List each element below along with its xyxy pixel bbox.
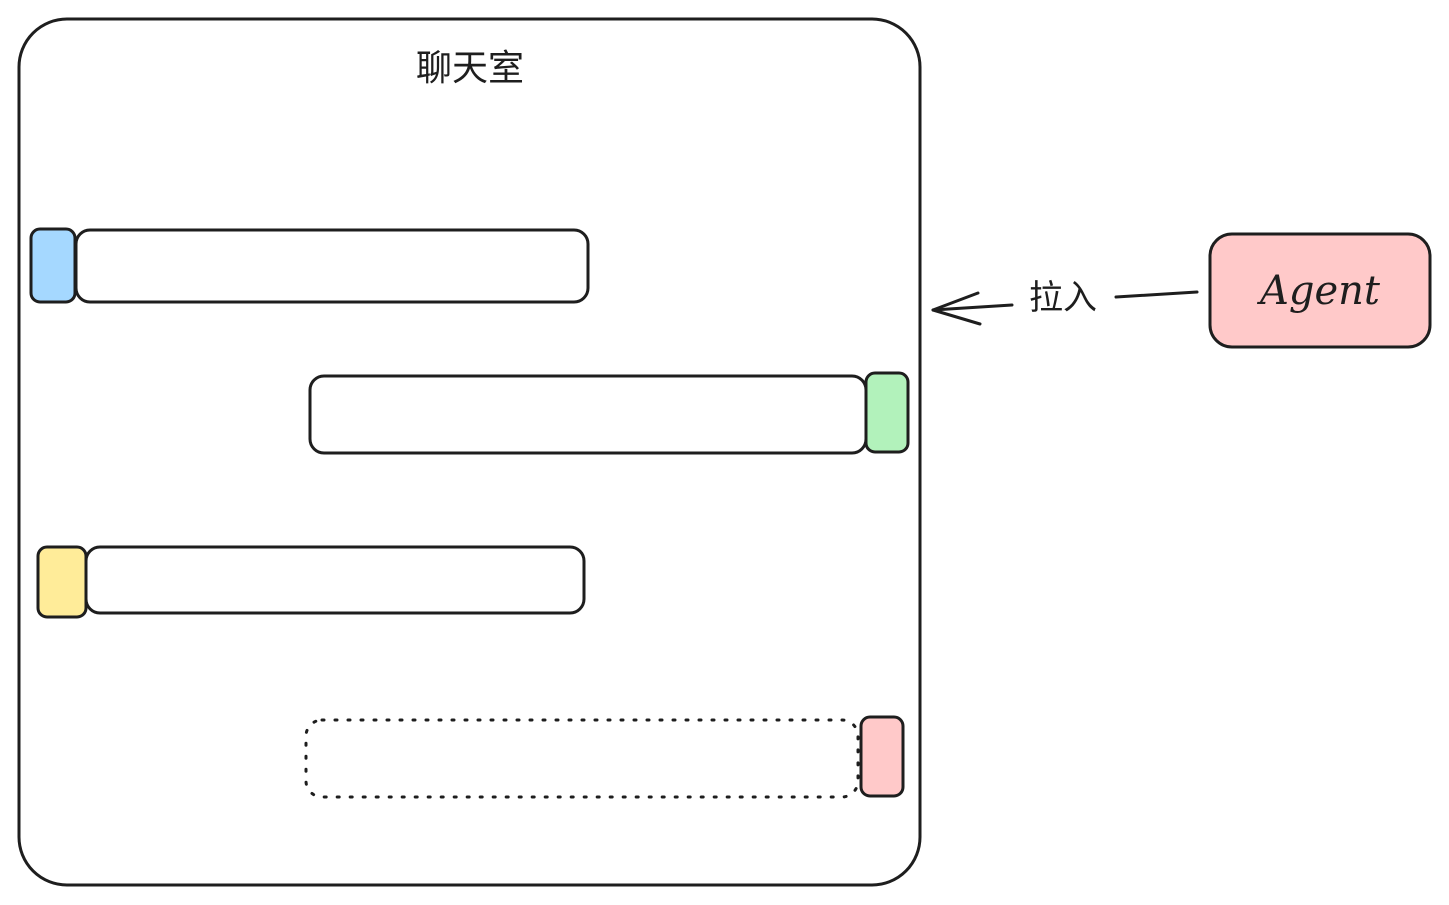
arrow-label: 拉入 [1029, 278, 1097, 318]
message-row [36, 545, 586, 619]
chat-room-frame [17, 17, 922, 887]
agent-label: Agent [1256, 268, 1381, 314]
chat-room: 聊天室 [17, 17, 922, 887]
message-bubble [308, 374, 868, 455]
arrow-head-icon [931, 291, 982, 326]
arrow-line-right [1114, 290, 1199, 299]
avatar [859, 715, 905, 798]
avatar [36, 545, 88, 619]
chat-room-title: 聊天室 [416, 48, 524, 89]
pull-in-arrow: 拉入 [931, 278, 1199, 326]
agent-box [1208, 232, 1432, 349]
avatar [29, 227, 77, 304]
message-row [29, 227, 590, 304]
avatar [864, 371, 910, 454]
pending-message-bubble [304, 718, 860, 799]
message-bubble [84, 545, 586, 615]
agent-node: Agent [1208, 232, 1432, 349]
message-row [308, 371, 910, 455]
message-bubble [74, 228, 590, 304]
message-row [304, 715, 905, 799]
arrow-line-left [931, 303, 1014, 312]
